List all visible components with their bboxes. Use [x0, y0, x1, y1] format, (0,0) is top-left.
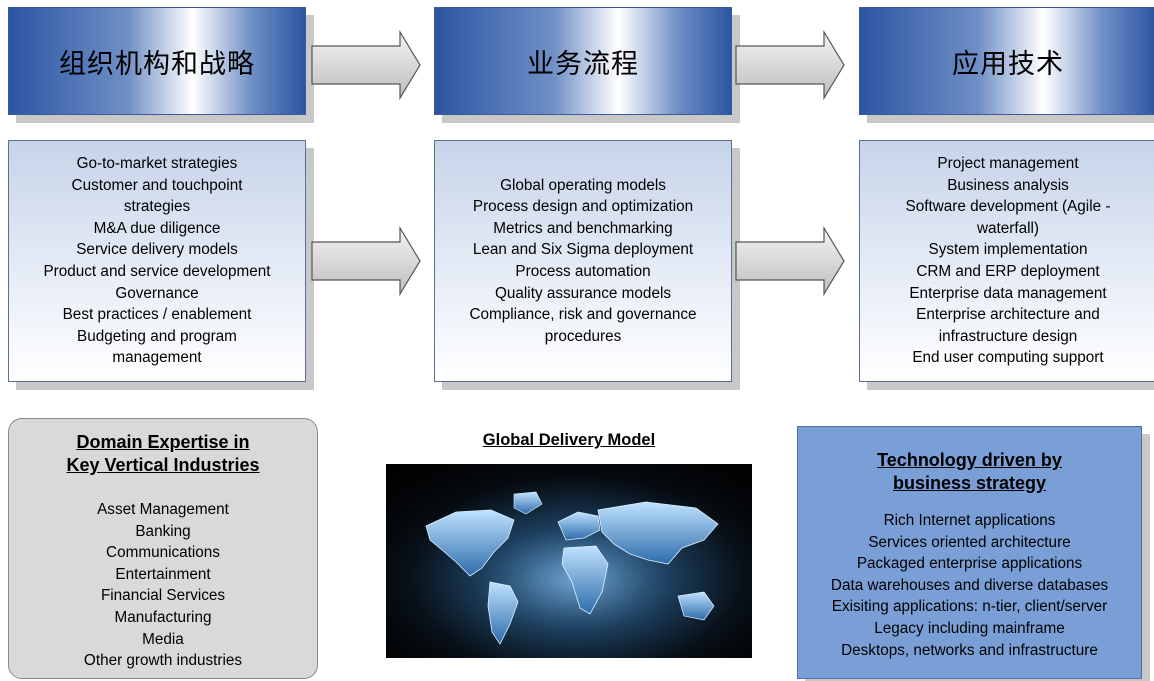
process-content-box: Global operating models Process design a…	[434, 140, 732, 382]
list-item: management	[112, 349, 202, 367]
list-item: Governance	[115, 284, 199, 302]
list-item: Services oriented architecture	[868, 533, 1071, 551]
header-process-label: 业务流程	[527, 48, 639, 79]
list-item: Desktops, networks and infrastructure	[841, 641, 1098, 659]
list-item: M&A due diligence	[93, 219, 221, 237]
list-item: Enterprise data management	[909, 284, 1107, 302]
list-item: Software development (Agile -	[905, 198, 1111, 216]
list-item: Legacy including mainframe	[874, 619, 1065, 637]
list-item: Rich Internet applications	[883, 512, 1056, 529]
header-strategy: 组织机构和战略	[8, 7, 306, 115]
list-item: Data warehouses and diverse databases	[830, 576, 1109, 594]
list-item: Financial Services	[100, 587, 226, 605]
list-item: Asset Management	[97, 501, 229, 518]
technology-strategy-panel: Technology driven by business strategy R…	[797, 426, 1142, 679]
list-item: End user computing support	[912, 349, 1104, 367]
list-item: Entertainment	[115, 565, 211, 583]
arrow-right-icon	[735, 30, 845, 100]
list-item: Customer and touchpoint	[71, 176, 243, 194]
list-item: Budgeting and program	[77, 327, 237, 345]
list-item: System implementation	[928, 241, 1088, 259]
list-item: Packaged enterprise applications	[856, 555, 1083, 573]
domain-title-line1: Domain Expertise in	[76, 432, 250, 452]
list-item: Project management	[937, 155, 1079, 173]
list-item: Business analysis	[947, 176, 1069, 194]
global-delivery-title: Global Delivery Model	[482, 431, 656, 449]
list-item: Product and service development	[43, 263, 271, 280]
list-item: Metrics and benchmarking	[493, 219, 673, 237]
list-item: Global operating models	[500, 176, 666, 194]
list-item: strategies	[123, 198, 191, 216]
header-process: 业务流程	[434, 7, 732, 115]
list-item: Lean and Six Sigma deployment	[472, 241, 694, 259]
domain-expertise-panel: Domain Expertise in Key Vertical Industr…	[8, 418, 318, 679]
list-item: Compliance, risk and governance	[469, 306, 697, 324]
technology-content-box: Project management Business analysis Sof…	[859, 140, 1154, 382]
list-item: Exisiting applications: n-tier, client/s…	[831, 598, 1108, 616]
list-item: waterfall)	[976, 219, 1040, 237]
header-strategy-label: 组织机构和战略	[59, 48, 255, 79]
list-item: Communications	[106, 544, 220, 562]
list-item: Manufacturing	[114, 608, 212, 626]
list-item: Media	[142, 630, 184, 648]
tech-title-line2: business strategy	[892, 473, 1047, 493]
list-item: Best practices / enablement	[62, 306, 252, 324]
list-item: Service delivery models	[76, 241, 238, 259]
world-map-image	[386, 464, 752, 658]
list-item: procedures	[544, 327, 622, 345]
arrow-right-icon	[311, 30, 421, 100]
list-item: Process design and optimization	[472, 198, 694, 216]
domain-title-line2: Key Vertical Industries	[66, 455, 260, 475]
list-item: Other growth industries	[83, 652, 243, 670]
tech-title-line1: Technology driven by	[877, 450, 1062, 470]
list-item: Go-to-market strategies	[76, 155, 238, 173]
list-item: Process automation	[515, 263, 651, 280]
arrow-right-icon	[735, 226, 845, 296]
arrow-right-icon	[311, 226, 421, 296]
header-technology-label: 应用技术	[952, 48, 1064, 79]
list-item: infrastructure design	[938, 327, 1078, 345]
world-map-icon	[386, 464, 752, 658]
list-item: Enterprise architecture and	[916, 306, 1100, 324]
list-item: Quality assurance models	[495, 284, 671, 302]
strategy-content-box: Go-to-market strategies Customer and tou…	[8, 140, 306, 382]
list-item: CRM and ERP deployment	[916, 263, 1100, 280]
header-technology: 应用技术	[859, 7, 1154, 115]
list-item: Banking	[135, 522, 191, 540]
